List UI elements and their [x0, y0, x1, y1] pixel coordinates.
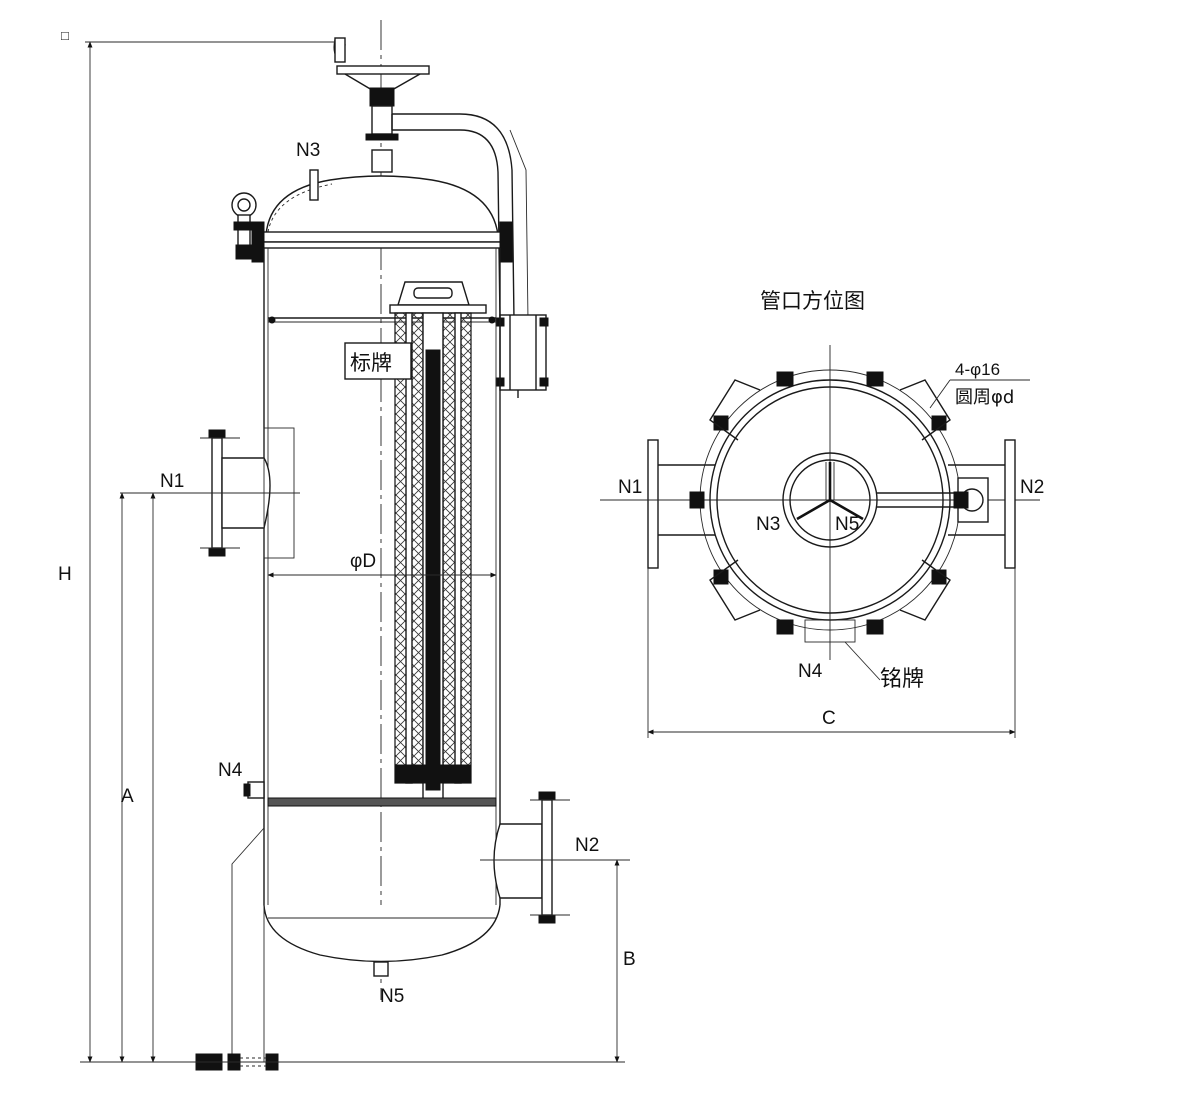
label-dim-c: C — [822, 708, 836, 729]
orientation-title: 管口方位图 — [760, 289, 865, 313]
label-bolt-spec: 4-φ16 — [955, 360, 1000, 379]
clamp-bolt-icons — [689, 371, 969, 635]
orientation-cartridge — [782, 452, 878, 548]
nozzle-n2 — [480, 791, 630, 924]
orientation-label-n2: N2 — [1020, 477, 1044, 498]
orientation-label-n5: N5 — [835, 514, 859, 535]
nameplate-box — [344, 342, 412, 380]
front-view: N3 — [58, 20, 636, 1071]
orientation-nozzle-n2 — [948, 439, 1016, 569]
orientation-label-n3: N3 — [756, 514, 780, 535]
handwheel-icon — [333, 37, 430, 173]
bottom-head — [263, 904, 501, 963]
label-n4: N4 — [218, 760, 243, 781]
label-n2: N2 — [575, 835, 599, 856]
label-nameplate: 标牌 — [350, 351, 392, 375]
orientation-nozzle-n1 — [600, 439, 715, 569]
label-n5: N5 — [380, 986, 404, 1007]
top-flange — [257, 231, 509, 243]
orientation-label-n4: N4 — [798, 661, 823, 682]
nozzle-n1 — [150, 427, 300, 559]
support-lugs — [709, 379, 951, 621]
top-head — [265, 175, 499, 236]
label-n3: N3 — [296, 140, 320, 161]
label-dim-b: B — [623, 949, 636, 970]
davit-arm — [391, 113, 549, 398]
orientation-view: 管口方位图 N1 N2 — [600, 289, 1044, 738]
label-dim-h: H — [58, 564, 72, 585]
nozzle-n5 — [373, 961, 389, 977]
tube-sheet — [267, 797, 497, 807]
label-bolt-circle: 圆周φd — [955, 387, 1014, 408]
label-dim-a: A — [121, 786, 134, 807]
filter-cartridge — [389, 281, 487, 804]
corner-mark: □ — [61, 28, 69, 43]
label-n1: N1 — [160, 471, 184, 492]
orientation-nameplate-tab — [804, 619, 856, 643]
orientation-label-n1: N1 — [618, 477, 642, 498]
orientation-label-nameplate: 铭牌 — [880, 667, 924, 692]
eyebolt-icon — [231, 192, 257, 260]
label-diameter: φD — [350, 551, 376, 572]
nozzle-n3 — [309, 169, 319, 201]
